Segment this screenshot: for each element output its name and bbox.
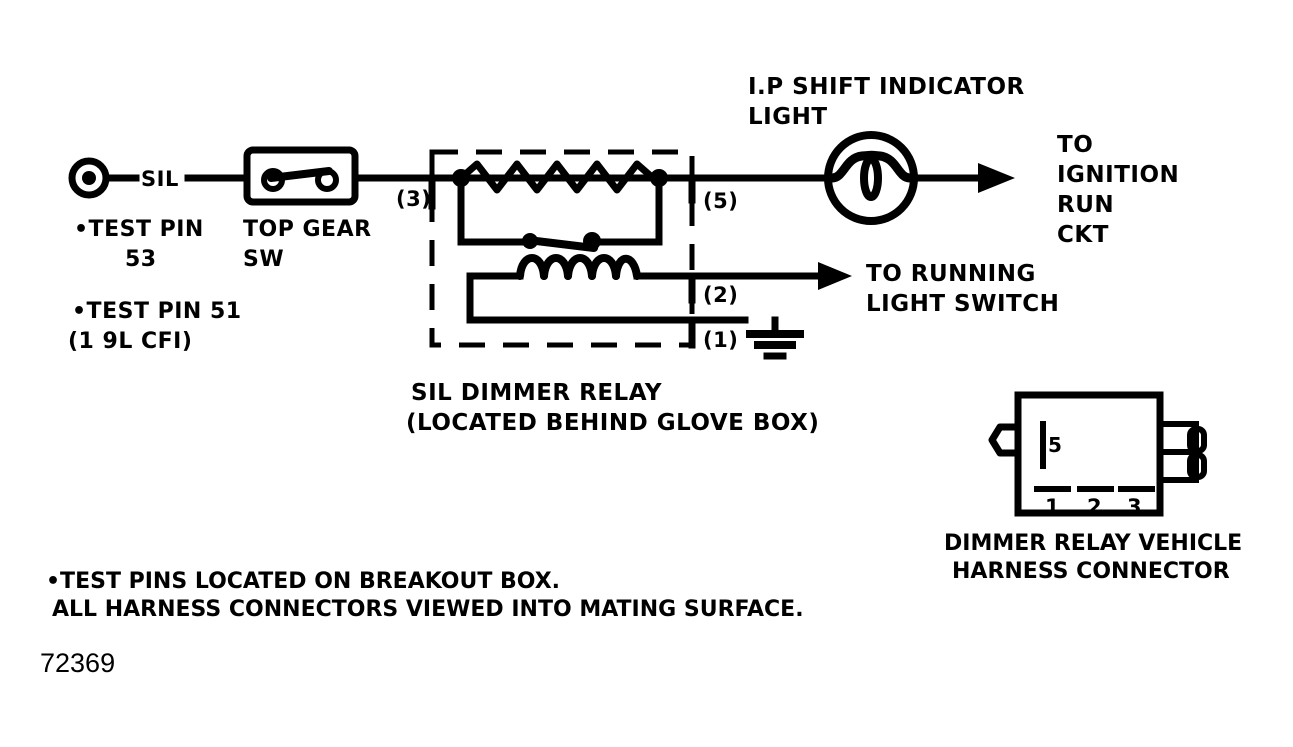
ignition-arrowhead bbox=[978, 163, 1015, 193]
ignition-output-line3: RUN bbox=[1057, 192, 1114, 218]
indicator-lamp-label-line1: I.P SHIFT INDICATOR bbox=[748, 74, 1025, 100]
pin-1-label: (1) bbox=[703, 328, 738, 352]
pin-2-label: (2) bbox=[703, 283, 738, 307]
connector-cavity-1-label: 1 bbox=[1045, 495, 1060, 519]
ground-symbol-icon bbox=[746, 316, 804, 360]
connector-cavity-3-label: 3 bbox=[1127, 495, 1142, 519]
harness-connector-symbol bbox=[988, 391, 1207, 517]
top-gear-switch-label-line2: SW bbox=[243, 247, 284, 272]
wire-coil-to-ground bbox=[466, 272, 749, 324]
connector-cavity-2-label: 2 bbox=[1087, 495, 1102, 519]
pin-5-label: (5) bbox=[703, 189, 738, 213]
running-light-output-line2: LIGHT SWITCH bbox=[866, 291, 1059, 317]
relay-enclosure-boundary bbox=[429, 149, 695, 348]
running-light-arrowhead bbox=[818, 262, 852, 290]
ignition-output-line1: TO bbox=[1057, 132, 1093, 158]
connector-caption-line1: DIMMER RELAY VEHICLE bbox=[944, 531, 1242, 556]
relay-caption-line1: SIL DIMMER RELAY bbox=[411, 380, 662, 406]
connector-cavity-5-label: 5 bbox=[1048, 433, 1062, 457]
relay-caption-line2: (LOCATED BEHIND GLOVE BOX) bbox=[406, 410, 819, 436]
sil-circuit-code: SIL bbox=[141, 167, 179, 191]
footnote-line2: ALL HARNESS CONNECTORS VIEWED INTO MATIN… bbox=[52, 597, 804, 622]
connector-caption-line2: HARNESS CONNECTOR bbox=[952, 559, 1230, 584]
indicator-lamp-label-line2: LIGHT bbox=[748, 104, 828, 130]
test-pin-53-label-line1: •TEST PIN bbox=[74, 217, 204, 242]
top-gear-switch-label-line1: TOP GEAR bbox=[243, 217, 372, 242]
relay-coil-symbol bbox=[466, 254, 641, 280]
test-pin-51-label-line1: •TEST PIN 51 bbox=[72, 299, 242, 324]
figure-number: 72369 bbox=[40, 648, 115, 678]
running-light-output-line1: TO RUNNING bbox=[866, 261, 1036, 287]
test-pin-51-label-line2: (1 9L CFI) bbox=[68, 329, 192, 354]
footnote-line1: •TEST PINS LOCATED ON BREAKOUT BOX. bbox=[46, 569, 560, 594]
relay-contact-symbol bbox=[457, 174, 663, 252]
test-pin-terminal-icon bbox=[68, 157, 110, 199]
ignition-output-line4: CKT bbox=[1057, 222, 1109, 248]
pin-3-label: (3) bbox=[396, 187, 431, 211]
ignition-output-line2: IGNITION bbox=[1057, 162, 1179, 188]
test-pin-53-label-line2: 53 bbox=[125, 247, 157, 272]
indicator-lamp-symbol bbox=[824, 131, 918, 225]
top-gear-switch-symbol bbox=[243, 146, 359, 206]
